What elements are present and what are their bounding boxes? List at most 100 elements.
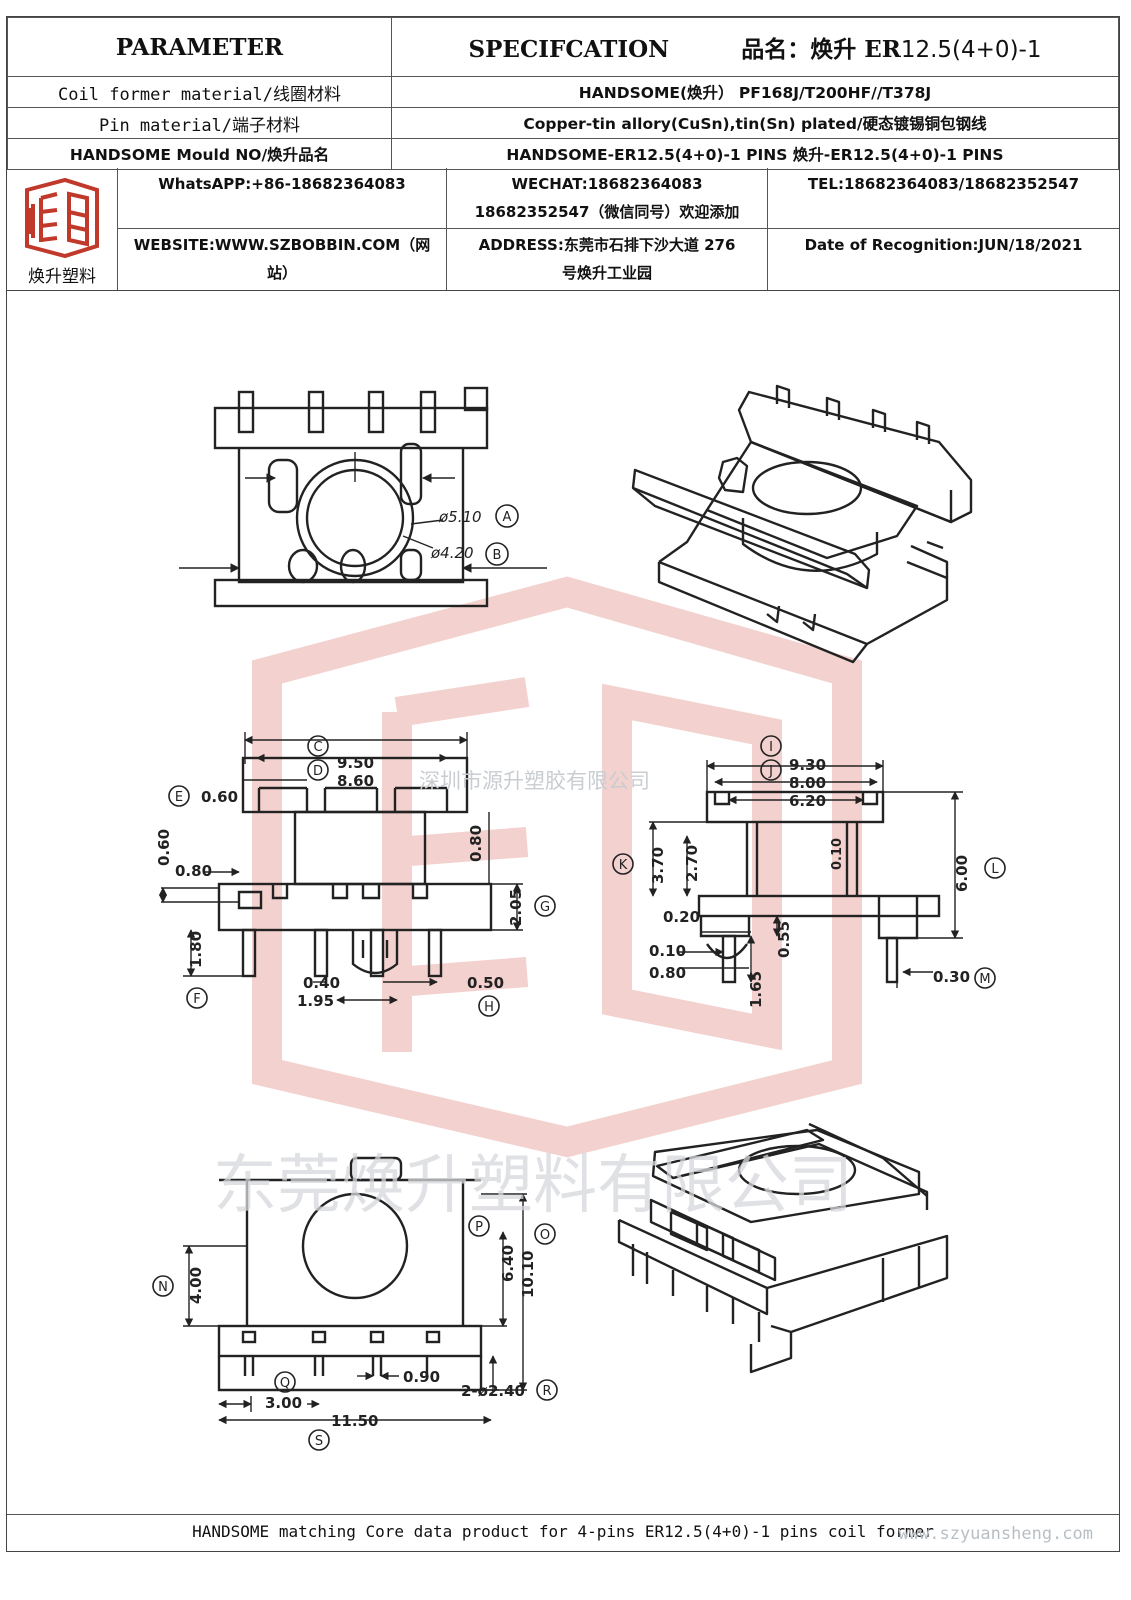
side-view-drawing	[697, 790, 941, 984]
isometric-view-bottom	[617, 1122, 949, 1374]
dim-010b: 0.10	[649, 942, 686, 960]
dim-k-value: 3.70	[649, 847, 667, 884]
bottom-view-drawing	[217, 1156, 483, 1392]
dim-s-tag: S	[315, 1434, 323, 1449]
dim-h-value: 0.50	[467, 974, 504, 992]
technical-drawing: ø5.10 A ø4.20 B	[7, 292, 1119, 1492]
dim-n-tag: N	[158, 1280, 168, 1295]
address-line2: 号焕升工业园	[561, 264, 652, 282]
mould-no-value: HANDSOME-ER12.5(4+0)-1 PINS 焕升-ER12.5(4+…	[391, 138, 1119, 170]
dim-p-value: 6.40	[499, 1245, 517, 1282]
dim-e-value: 0.60	[201, 788, 238, 806]
dim-h-tag: H	[484, 1000, 494, 1015]
dim-f-value: 1.80	[187, 931, 205, 968]
handsome-logo-icon	[25, 177, 99, 259]
dim-c-tag: C	[313, 740, 322, 755]
parameter-heading: PARAMETER	[7, 17, 392, 77]
dim-g-value: 2.05	[507, 889, 525, 926]
mould-no-label: HANDSOME Mould NO/焕升品名	[7, 138, 392, 170]
address-line1: ADDRESS:东莞市石排下沙大道 276	[478, 236, 736, 254]
coil-material-label: Coil former material/线圈材料	[7, 76, 392, 108]
isometric-view-top	[631, 384, 973, 664]
dim-k-tag: K	[619, 858, 628, 873]
dim-a-value: ø5.10	[438, 508, 482, 526]
dim-f-tag: F	[193, 992, 200, 1007]
recognition-date: Date of Recognition:JUN/18/2021	[804, 236, 1083, 254]
dim-c-value: 9.50	[337, 754, 374, 772]
pin-material-value: Copper-tin allory(CuSn),tin(Sn) plated/硬…	[391, 107, 1119, 139]
watermark-company-small: 深圳市源升塑胶有限公司	[419, 769, 650, 793]
side-view-dims	[648, 760, 963, 988]
tel: TEL:18682364083/18682352547	[807, 175, 1080, 193]
dim-b-value: ø4.20	[430, 544, 474, 562]
dim-q-value: 3.00	[265, 1394, 302, 1412]
specification-heading: SPECIFCATION 品名：焕升 ER12.5(4+0)-1	[391, 17, 1119, 77]
product-name: 品名：焕升 ER12.5(4+0)-1	[741, 36, 1041, 63]
dim-i-value: 9.30	[789, 756, 826, 774]
product-label: 品名：焕升 ER	[741, 36, 901, 63]
dim-o-tag: O	[540, 1228, 550, 1243]
dim-n-value: 4.00	[187, 1267, 205, 1304]
whatsapp: WhatsAPP:+86-18682364083	[158, 175, 406, 193]
footer: HANDSOME matching Core data product for …	[7, 1514, 1119, 1551]
dim-a-tag: A	[503, 510, 512, 525]
dim-m-value: 0.30	[933, 968, 970, 986]
dim-d-value: 8.60	[337, 772, 374, 790]
wechat-line2: 18682352547（微信同号）欢迎添加	[474, 203, 740, 221]
bottom-view-dims	[183, 1193, 528, 1425]
dim-j-value: 8.00	[789, 774, 826, 792]
website-line2: 站）	[266, 264, 297, 282]
website-line1: WEBSITE:WWW.SZBOBBIN.COM（网	[133, 236, 431, 254]
drawing-canvas: ø5.10 A ø4.20 B	[152, 384, 1006, 1451]
dim-l-value: 6.00	[953, 855, 971, 892]
spec-table: PARAMETER SPECIFCATION 品名：焕升 ER12.5(4+0)…	[7, 17, 1119, 170]
product-version: 12.5(4+0)-1	[900, 37, 1042, 63]
dim-d-tag: D	[313, 764, 323, 779]
dim-r-tag: R	[542, 1384, 551, 1399]
dim-g-tag: G	[540, 900, 550, 915]
dim-270: 2.70	[683, 845, 701, 882]
pin-material-label: Pin material/端子材料	[7, 107, 392, 139]
dim-side-080-left: 0.80	[175, 862, 212, 880]
dim-pin-195: 1.95	[297, 992, 334, 1010]
dim-020: 0.20	[663, 908, 700, 926]
dim-j-tag: J	[768, 764, 773, 779]
address-cell: ADDRESS:东莞市石排下沙大道 276 号焕升工业园	[446, 229, 767, 290]
dim-side-080-right: 0.80	[467, 825, 485, 862]
dim-620: 6.20	[789, 792, 826, 810]
tel-cell: TEL:18682364083/18682352547	[767, 168, 1119, 229]
dim-p-tag: P	[475, 1220, 483, 1235]
coil-material-value: HANDSOME(焕升） PF168J/T200HF//T378J	[391, 76, 1119, 108]
contact-block: 焕升塑料 WhatsAPP:+86-18682364083 WECHAT:186…	[7, 168, 1119, 291]
specification-title: SPECIFCATION	[468, 36, 670, 63]
dim-side-060: 0.60	[155, 829, 173, 866]
dim-i-tag: I	[769, 740, 773, 755]
company-logo: 焕升塑料	[7, 168, 118, 290]
wechat-line1: WECHAT:18682364083	[511, 175, 703, 193]
dim-r-value: 2-ø2.40	[461, 1382, 525, 1400]
dim-m-tag: M	[979, 972, 990, 987]
top-view-drawing	[179, 386, 547, 608]
date-cell: Date of Recognition:JUN/18/2021	[767, 229, 1119, 290]
logo-caption: 焕升塑料	[28, 267, 96, 287]
dim-s-value: 11.50	[331, 1412, 378, 1430]
front-view-dims	[158, 732, 523, 1005]
whatsapp-cell: WhatsAPP:+86-18682364083	[117, 168, 446, 229]
footer-text: HANDSOME matching Core data product for …	[192, 1522, 934, 1541]
dim-165: 1.65	[747, 971, 765, 1008]
website-cell: WEBSITE:WWW.SZBOBBIN.COM（网 站）	[117, 229, 446, 290]
dim-q-tag: Q	[280, 1376, 290, 1391]
dim-e-tag: E	[175, 790, 183, 805]
dim-b-tag: B	[493, 548, 502, 563]
dim-l-tag: L	[991, 862, 999, 877]
footer-url: www.szyuansheng.com	[898, 1524, 1093, 1544]
logo-watermark	[252, 576, 862, 1158]
dim-o-value: 10.10	[519, 1251, 537, 1298]
dim-080: 0.80	[649, 964, 686, 982]
watermark-company-large: 东莞焕升塑料有限公司	[213, 1149, 853, 1223]
wechat-cell: WECHAT:18682364083 18682352547（微信同号）欢迎添加	[446, 168, 767, 229]
dim-010a: 0.10	[830, 838, 845, 870]
top-view-labels: ø5.10 A ø4.20 B	[430, 504, 519, 566]
bottom-view-labels: N 4.00 P 6.40 O 10.10 0.90 Q 3.00 2-ø2.4…	[152, 1215, 558, 1451]
dim-055: 0.55	[775, 921, 793, 958]
